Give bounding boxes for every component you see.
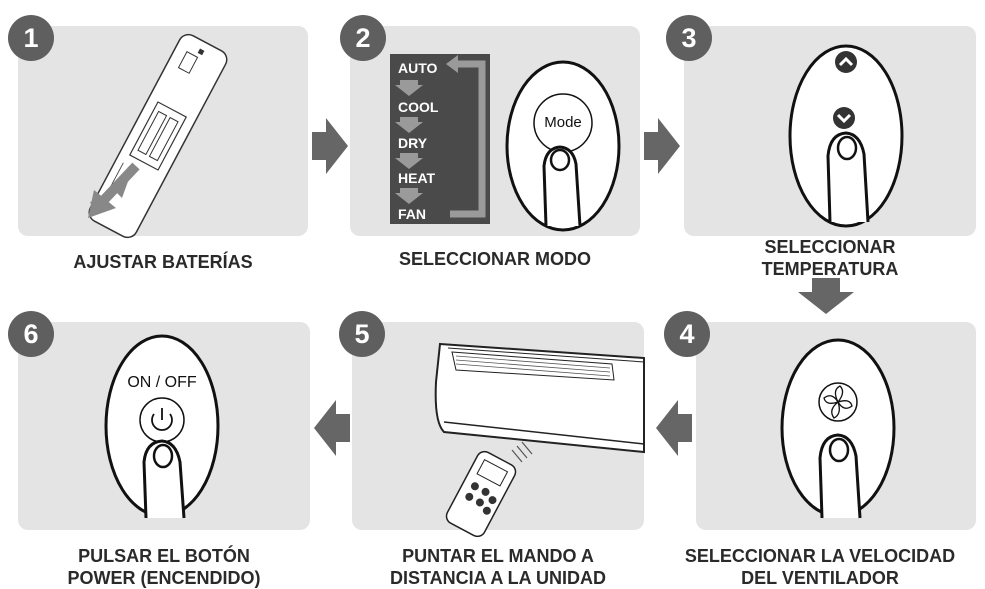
step-3-badge: 3 (666, 15, 712, 61)
remote-mode-oval (505, 60, 621, 232)
temp-up-icon (835, 51, 857, 73)
mode-dry: DRY (398, 135, 428, 151)
step-5-panel (352, 322, 645, 538)
arrow-left-icon (656, 400, 692, 456)
step-2-panel: AUTO COOL DRY HEAT FAN Mode (350, 26, 640, 236)
step-2-caption: SELECCIONAR MODO (398, 249, 591, 269)
remote-temperature-oval (788, 44, 904, 228)
step-3-caption: SELECCIONAR TEMPERATURA (761, 237, 899, 279)
arrow-left-icon (314, 400, 350, 456)
step-1-caption: AJUSTAR BATERÍAS (73, 252, 253, 272)
temp-down-icon (833, 107, 855, 129)
finger-icon (818, 433, 862, 519)
step-2-badge: 2 (340, 15, 386, 61)
step-4-badge: 4 (664, 311, 710, 357)
step-1-panel (18, 26, 308, 239)
step-4-caption: SELECCIONAR LA VELOCIDAD DEL VENTILADOR (684, 546, 956, 588)
step-6-badge: 6 (8, 311, 54, 357)
mode-cycle-arrows (395, 55, 486, 218)
finger-icon (142, 439, 186, 519)
remote-control-icon (445, 450, 517, 538)
step-6-caption: PULSAR EL BOTÓN POWER (ENCENDIDO) (67, 546, 261, 588)
arrow-right-icon (644, 118, 680, 174)
step-4-panel (696, 322, 976, 530)
finger-icon (826, 131, 870, 223)
mode-heat: HEAT (398, 170, 436, 186)
finger-icon (542, 145, 582, 227)
step-3-panel (684, 26, 976, 236)
remote-battery-illustration (88, 33, 228, 239)
step-1-badge: 1 (8, 15, 54, 61)
mode-auto: AUTO (398, 60, 438, 76)
remote-power-oval (104, 334, 220, 519)
step-5-caption: PUNTAR EL MANDO A DISTANCIA A LA UNIDAD (390, 546, 606, 588)
arrow-down-icon (798, 278, 854, 314)
mode-list-box: AUTO COOL DRY HEAT FAN (390, 54, 490, 224)
step-6-panel: ON / OFF (18, 322, 310, 530)
power-button-label: ON / OFF (127, 374, 197, 391)
remote-fan-oval (780, 338, 896, 519)
mode-fan: FAN (398, 206, 426, 222)
step-5-badge: 5 (339, 311, 385, 357)
mode-cool: COOL (398, 99, 439, 115)
aircon-unit-illustration (434, 342, 645, 538)
arrow-right-icon (312, 118, 348, 174)
mode-button-label: Mode (544, 114, 582, 131)
